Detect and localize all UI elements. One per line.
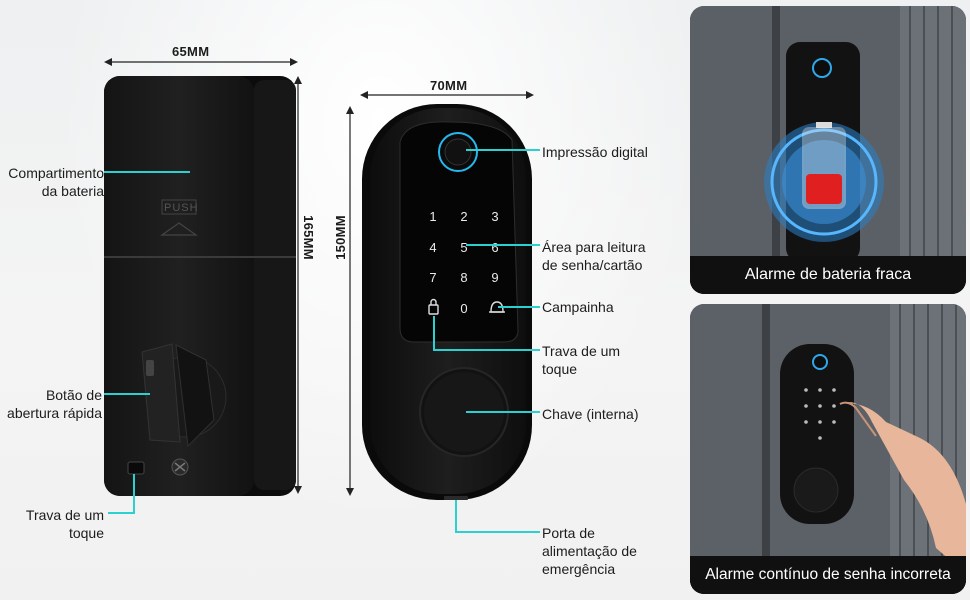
- keypad: 1 2 3 4 5 6 7 8 9 0: [429, 209, 498, 316]
- thumb-turn: [141, 343, 227, 448]
- key-7: 7: [429, 270, 436, 285]
- emergency-port-label: Porta de alimentação de emergência: [542, 525, 637, 577]
- key-5: 5: [460, 240, 467, 255]
- push-label: PUSH: [164, 202, 199, 214]
- front-unit: [362, 104, 532, 500]
- key-0: 0: [460, 301, 467, 316]
- fingerprint-label: Impressão digital: [542, 144, 648, 160]
- battery-alarm-caption: Alarme de bateria fraca: [690, 256, 966, 294]
- dimension-lines: [104, 58, 534, 496]
- back-width-dim: 65MM: [172, 44, 210, 59]
- key-9: 9: [491, 270, 498, 285]
- back-height-dim: 165MM: [300, 215, 316, 260]
- front-width-dim: 70MM: [430, 78, 468, 93]
- doorbell-label: Campainha: [542, 299, 614, 315]
- key-1: 1: [429, 209, 436, 224]
- key-8: 8: [460, 270, 467, 285]
- key-2: 2: [460, 209, 467, 224]
- back-unit: [104, 76, 296, 496]
- password-alarm-image: [690, 304, 966, 594]
- one-touch-lock-back-label: Trava de um toque: [25, 507, 104, 541]
- battery-alarm-panel: Alarme de bateria fraca: [690, 6, 966, 294]
- one-touch-lock-front-label: Trava de um toque: [542, 343, 621, 377]
- password-alarm-caption: Alarme contínuo de senha incorreta: [690, 556, 966, 594]
- lock-illustration: 1 2 3 4 5 6 7 8 9 0: [104, 58, 540, 533]
- callout-lines: [104, 149, 540, 533]
- battery-alarm-image: [690, 6, 966, 294]
- key-6: 6: [491, 240, 498, 255]
- key-3: 3: [491, 209, 498, 224]
- password-alarm-panel: Alarme contínuo de senha incorreta: [690, 304, 966, 594]
- key-label: Chave (interna): [542, 406, 639, 422]
- key-4: 4: [429, 240, 436, 255]
- front-height-dim: 150MM: [332, 215, 348, 260]
- battery-compartment-label: Compartimento da bateria: [8, 165, 104, 199]
- keypad-label: Área para leitura de senha/cartão: [542, 239, 646, 273]
- quick-open-label: Botão de abertura rápida: [7, 387, 102, 421]
